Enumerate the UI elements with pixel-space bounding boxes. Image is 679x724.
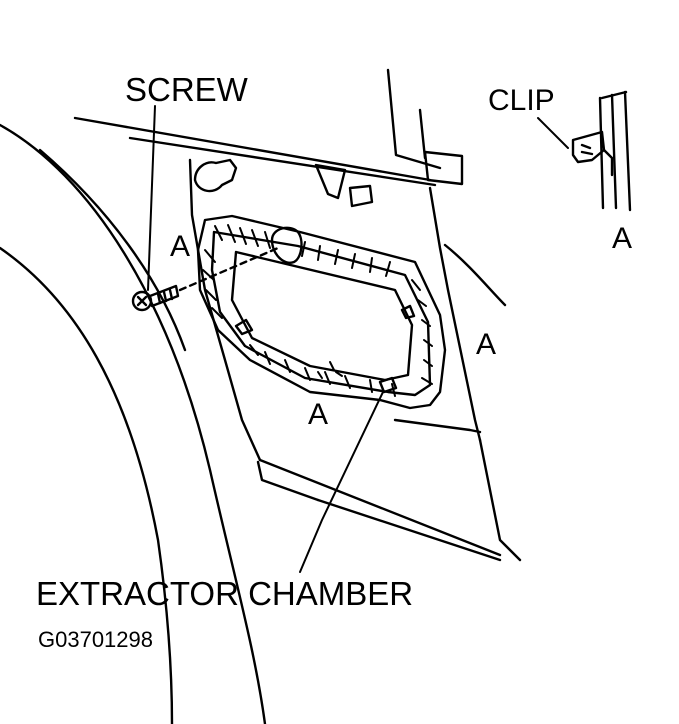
screw-icon: [131, 284, 180, 312]
section-a-label-left: A: [170, 230, 191, 263]
frame-fastener-points: [234, 226, 416, 394]
section-a-label-bottom: A: [308, 398, 329, 431]
clip-detail-icon: [571, 90, 632, 212]
clip-label: CLIP: [488, 84, 555, 117]
section-a-label-right: A: [476, 328, 497, 361]
panel-tabs: [193, 150, 464, 208]
clip-view-a-label: A: [612, 222, 633, 255]
screw-label: SCREW: [125, 71, 248, 108]
extractor-chamber-frame: [196, 214, 447, 410]
extractor-chamber-label: EXTRACTOR CHAMBER: [36, 575, 414, 612]
frame-hatching: [202, 224, 433, 397]
figure-id: G03701298: [38, 627, 153, 652]
body-panel-lines: [73, 68, 522, 562]
screw-path-dashed: [178, 246, 280, 292]
leader-lines: [147, 105, 569, 573]
wheel-arch-lines: [0, 123, 267, 724]
